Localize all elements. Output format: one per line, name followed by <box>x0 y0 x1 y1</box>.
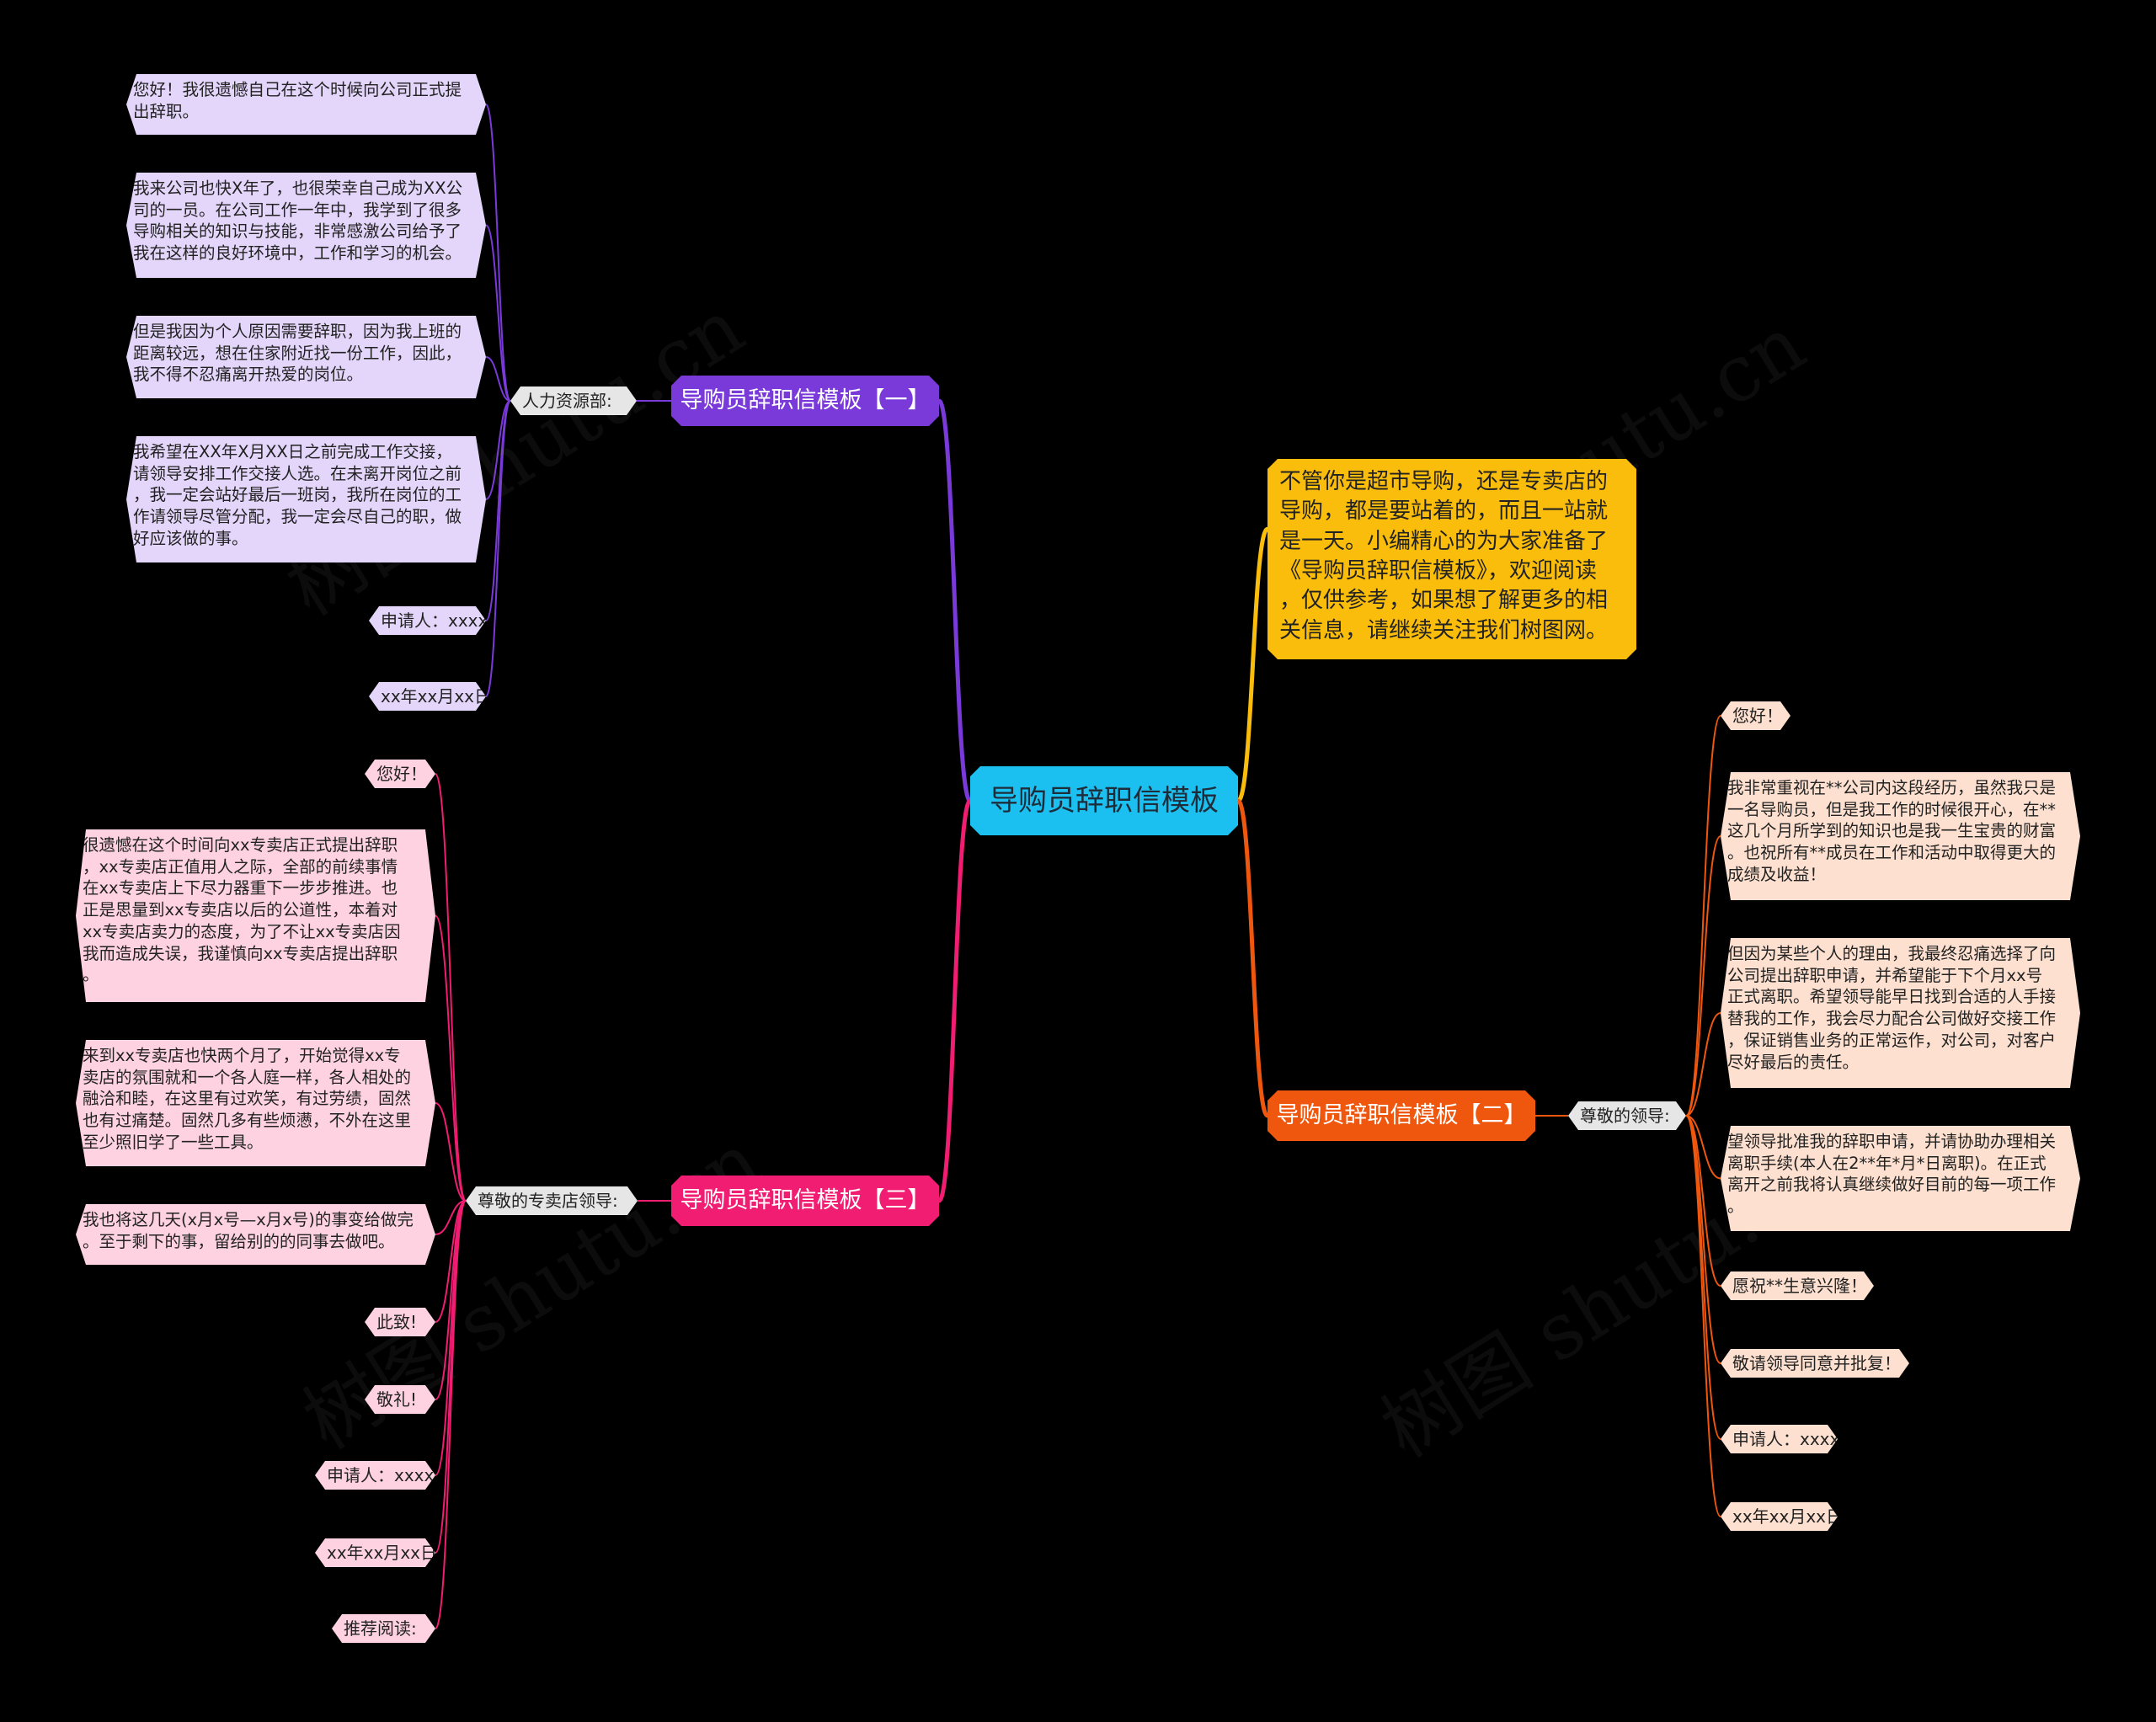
connector-branch-1-leaf-3 <box>485 356 511 402</box>
branch-2-leaf-6[interactable]: 敬请领导同意并批复！ <box>1721 1349 1909 1378</box>
branch-1-leaf-1[interactable]: 您好！我很遗憾自己在这个时候向公司正式提 出辞职。 <box>126 74 486 135</box>
connector-branch-2-leaf-2 <box>1685 835 1721 1117</box>
connector-branch-2-leaf-1 <box>1685 715 1721 1117</box>
branch-1-leaf-6[interactable]: xx年xx月xx日 <box>369 682 486 711</box>
branch-1-leaf-4[interactable]: 我希望在XX年X月XX日之前完成工作交接， 请领导安排工作交接人选。在未离开岗位… <box>126 436 486 562</box>
branch-3-leaf-7[interactable]: 申请人：xxxx <box>315 1461 435 1490</box>
connector-branch-3-leaf-3 <box>435 1102 467 1202</box>
connector-branch-2-leaf-7 <box>1685 1115 1721 1440</box>
intro-note[interactable]: 不管你是超市导购，还是专卖店的 导购，都是要站着的，而且一站就 是一天。小编精心… <box>1267 459 1636 659</box>
connector-branch-1-leaf-6 <box>485 400 511 697</box>
connector-branch-2-leaf-8 <box>1685 1115 1721 1517</box>
branch-2-leaf-5[interactable]: 愿祝**生意兴隆！ <box>1721 1272 1874 1300</box>
branch-3-leaf-8[interactable]: xx年xx月xx日 <box>315 1538 435 1567</box>
branch-2-leaf-4[interactable]: 望领导批准我的辞职申请，并请协助办理相关 离职手续(本人在2**年*月*日离职)… <box>1721 1126 2080 1231</box>
branch-3-leaf-6[interactable]: 敬礼! <box>365 1385 435 1414</box>
connector-branch-2-leaf-4 <box>1685 1115 1721 1180</box>
branch-3-leaf-4[interactable]: 我也将这几天(x月x号—x月x号)的事变给做完 。至于剩下的事，留给别的的同事去… <box>76 1204 435 1265</box>
connector-center-branch-3 <box>937 798 973 1203</box>
branch-1-leaf-3[interactable]: 但是我因为个人原因需要辞职，因为我上班的 距离较远，想在住家附近找一份工作，因此… <box>126 316 486 398</box>
branch-2-leaf-1[interactable]: 您好！ <box>1721 701 1790 730</box>
branch-1-leaf-5[interactable]: 申请人：xxxx <box>369 606 486 635</box>
branch-2-leaf-2[interactable]: 我非常重视在**公司内这段经历，虽然我只是 一名导购员，但是我工作的时候很开心，… <box>1721 772 2080 900</box>
connector-center-intro <box>1235 526 1270 803</box>
connector-center-branch-2 <box>1235 798 1270 1118</box>
branch-3-leaf-1[interactable]: 您好！ <box>365 760 435 788</box>
connector-branch-1-leaf-5 <box>485 400 511 621</box>
branch-1-title[interactable]: 导购员辞职信模板【一】 <box>671 376 939 426</box>
connector-branch-1-leaf-4 <box>485 400 511 500</box>
connector-branch-1-leaf-2 <box>485 224 511 402</box>
branch-2-leaf-7[interactable]: 申请人：xxxx <box>1721 1425 1838 1453</box>
branch-3-label[interactable]: 尊敬的专卖店领导: <box>466 1186 638 1215</box>
branch-1-label[interactable]: 人力资源部: <box>510 387 637 415</box>
branch-1-leaf-2[interactable]: 我来公司也快X年了，也很荣幸自己成为XX公 司的一员。在公司工作一年中，我学到了… <box>126 173 486 278</box>
branch-3-leaf-5[interactable]: 此致! <box>365 1308 435 1336</box>
branch-2-title[interactable]: 导购员辞职信模板【二】 <box>1267 1090 1535 1141</box>
branch-3-leaf-9[interactable]: 推荐阅读: <box>332 1614 435 1643</box>
connector-branch-1-leaf-1 <box>485 104 511 402</box>
connector-branch-3-leaf-2 <box>435 914 467 1202</box>
branch-2-leaf-3[interactable]: 但因为某些个人的理由，我最终忍痛选择了向 公司提出辞职申请，并希望能于下个月xx… <box>1721 938 2080 1088</box>
connector-branch-3-leaf-9 <box>435 1200 467 1629</box>
branch-2-leaf-8[interactable]: xx年xx月xx日 <box>1721 1502 1838 1531</box>
branch-3-title[interactable]: 导购员辞职信模板【三】 <box>671 1176 939 1226</box>
connector-branch-3-leaf-8 <box>435 1200 467 1554</box>
branch-3-leaf-2[interactable]: 很遗憾在这个时间向xx专卖店正式提出辞职 ，xx专卖店正值用人之际，全部的前续事… <box>76 829 435 1002</box>
connector-center-branch-1 <box>937 398 973 803</box>
branch-3-leaf-3[interactable]: 来到xx专卖店也快两个月了，开始觉得xx专 卖店的氛围就和一个各人庭一样，各人相… <box>76 1040 435 1166</box>
connector-branch-2-leaf-5 <box>1685 1115 1721 1287</box>
connector-branch-2-leaf-3 <box>1685 1012 1721 1117</box>
connector-branch-3-leaf-5 <box>435 1200 467 1323</box>
center-topic[interactable]: 导购员辞职信模板 <box>970 766 1238 835</box>
branch-2-label[interactable]: 尊敬的领导: <box>1568 1101 1686 1130</box>
connector-branch-3-leaf-4 <box>435 1200 467 1235</box>
connector-branch-3-leaf-1 <box>435 773 467 1202</box>
